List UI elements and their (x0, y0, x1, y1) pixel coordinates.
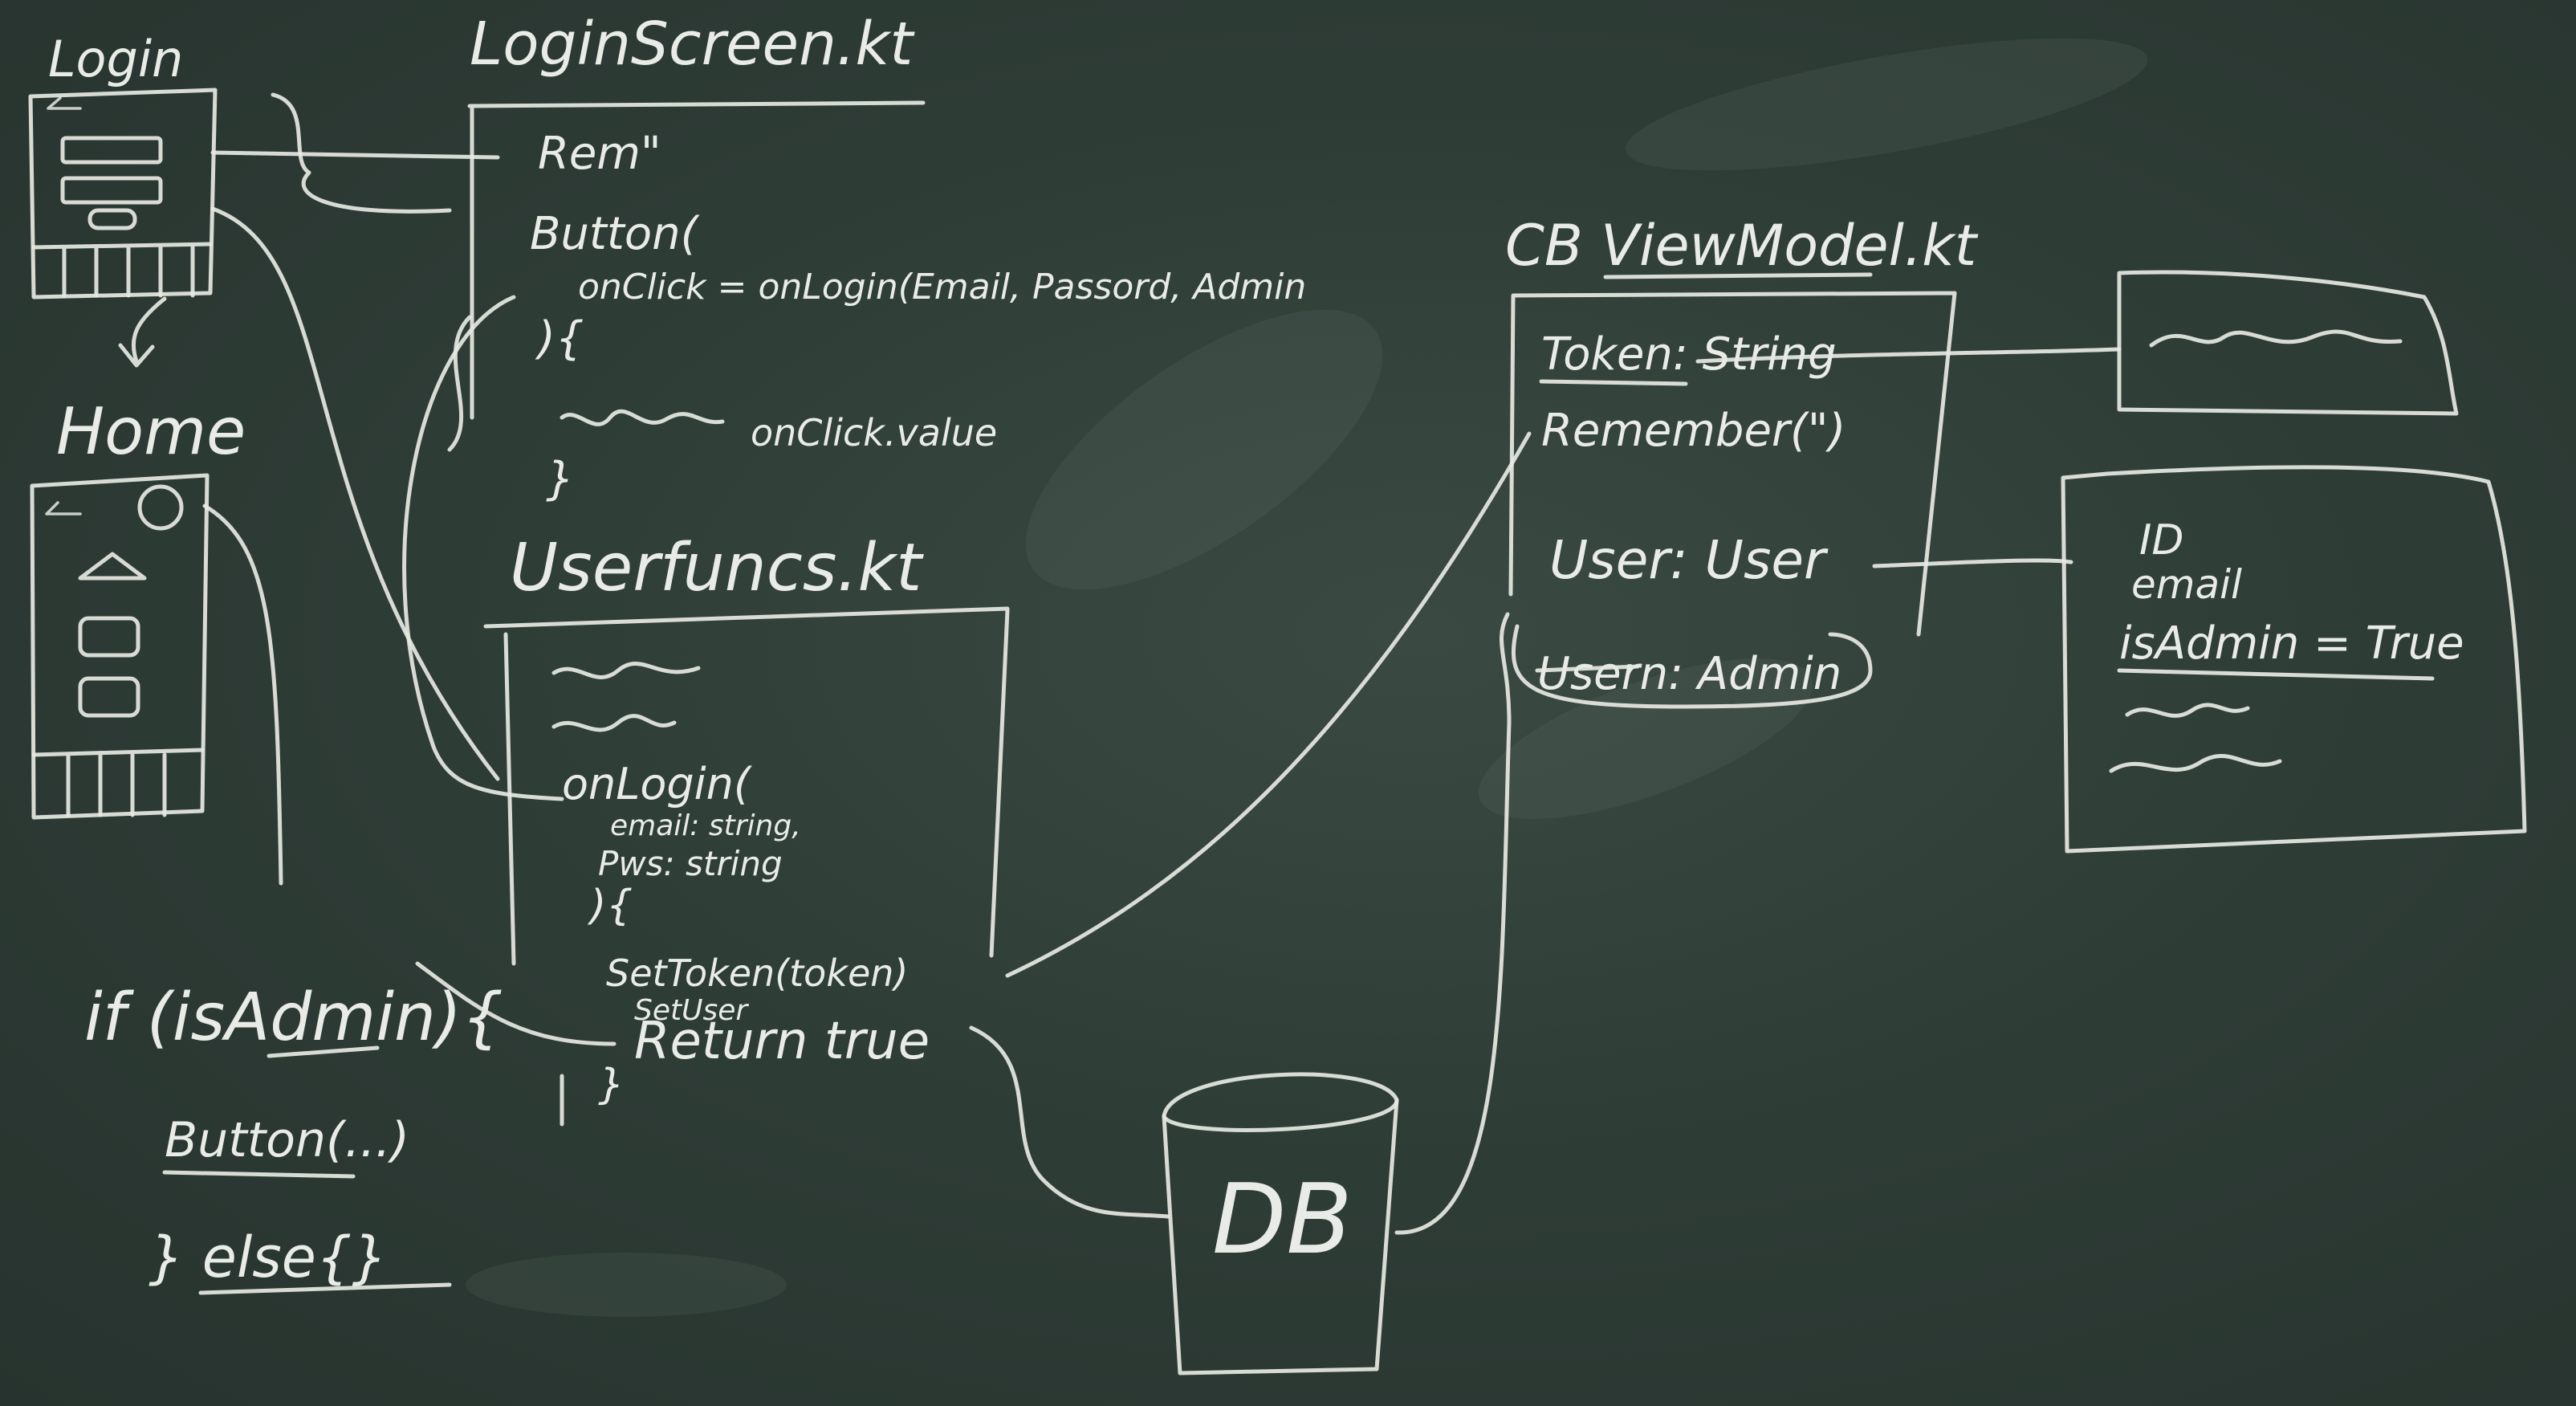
token-box (2117, 270, 2459, 416)
admin-snippet: if (isAdmin){ Button(...) } else{} (84, 980, 503, 1295)
database-cylinder: DB (1162, 1072, 1399, 1375)
home-to-userfuncs (202, 503, 283, 886)
home-phone-frame (30, 473, 210, 820)
database-label: DB (1212, 1164, 1353, 1276)
login-back-arrow (47, 96, 82, 110)
viewmodel-block: CB ViewModel.kt Token: String Remember("… (1505, 213, 1979, 709)
userfuncs-scribble-1 (551, 662, 701, 679)
connectors (202, 206, 2122, 1235)
userfuncs-line-5: SetToken(token) (606, 952, 908, 995)
admin-line-2: Button(...) (165, 1112, 409, 1168)
token-box-scribble (2149, 329, 2403, 348)
login-to-home-arrow (118, 296, 167, 368)
userfuncs-line-4: ){ (587, 882, 633, 930)
viewmodel-title: CB ViewModel.kt (1505, 213, 1979, 279)
userfuncs-block: Userfuncs.kt onLogin( email: string, Pws… (483, 530, 1010, 1127)
strikethrough (1535, 664, 1640, 673)
login-title: Login (48, 30, 183, 88)
home-back-arrow (45, 501, 82, 516)
userfuncs-line-8: } (598, 1061, 625, 1109)
user-box-line-2: email (2131, 561, 2242, 608)
login-screen-line-4: ){ (535, 312, 584, 365)
login-screen-block: LoginScreen.kt Rem" Button( onClick = on… (210, 10, 1306, 505)
userfuncs-line-7: Return true (634, 1012, 930, 1071)
login-screen-line-2: Button( (530, 208, 700, 260)
userfuncs-scribble-2 (551, 714, 677, 732)
setToken-to-viewmodel (1005, 431, 1532, 978)
login-screen-line-3: onClick = onLogin(Email, Passord, Admin (578, 267, 1306, 308)
token-to-tokenbox (1695, 347, 2122, 364)
login-to-onlogin (210, 206, 500, 781)
login-phone-frame (28, 88, 218, 300)
user-to-userbox (1872, 558, 2073, 569)
userfuncs-line-6: SetUser (634, 994, 749, 1027)
login-sketch: Login (28, 30, 218, 300)
admin-line-1: if (isAdmin){ (84, 980, 503, 1056)
home-avatar (137, 484, 184, 531)
db-to-viewmodel (1394, 612, 1512, 1235)
button-onclick-bracket (447, 315, 472, 452)
home-title: Home (56, 394, 246, 469)
userfuncs-line-2: email: string, (610, 809, 801, 842)
userfuncs-line-1: onLogin( (562, 759, 753, 809)
userfuncs-title: Userfuncs.kt (510, 530, 924, 606)
userfuncs-to-db (969, 1025, 1170, 1219)
user-box-scribble-1 (2125, 703, 2250, 718)
user-box-line-3: isAdmin = True (2119, 617, 2464, 670)
admin-line-3: } else{} (149, 1225, 388, 1290)
viewmodel-line-4: Usern: Admin (1537, 648, 1841, 700)
userfuncs-line-3: Pws: string (598, 844, 783, 883)
viewmodel-line-1: Token: String (1541, 328, 1837, 381)
isadmin-to-return (415, 961, 617, 1046)
user-box: ID email isAdmin = True (2061, 465, 2527, 854)
chalk-smudges (466, 38, 2148, 1317)
viewmodel-line-2: Remember(") (1541, 405, 1846, 457)
login-screen-line-5: onClick.value (751, 411, 997, 454)
login-screen-line-6: } (546, 453, 575, 505)
home-sketch: Home (30, 394, 246, 820)
login-screen-scribble (560, 409, 725, 426)
user-box-scribble-2 (2109, 754, 2282, 773)
login-screen-line-1: Rem" (538, 128, 661, 180)
viewmodel-line-3: User: User (1549, 529, 1829, 591)
login-screen-title: LoginScreen.kt (470, 10, 915, 79)
user-box-line-1: ID (2139, 516, 2183, 564)
